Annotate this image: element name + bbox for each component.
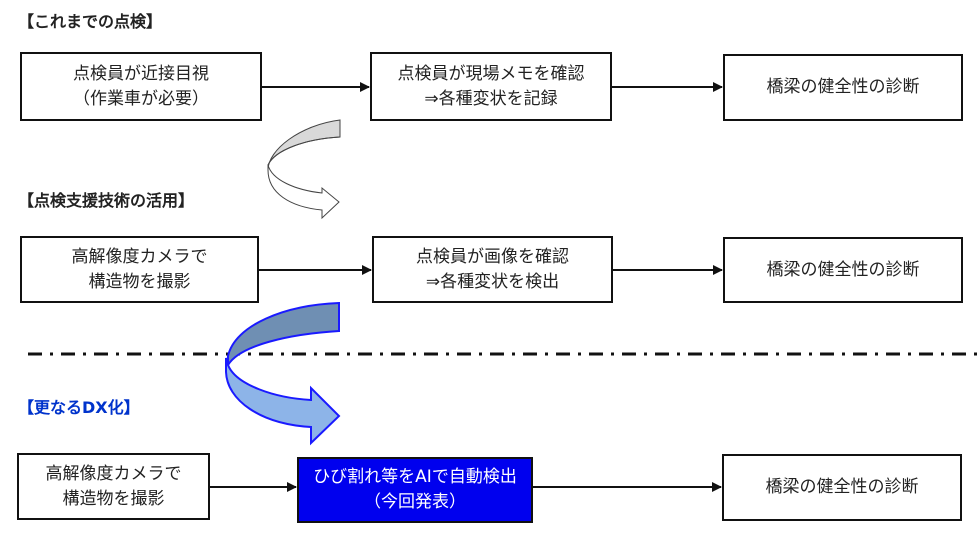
step-box-diagnosis: 橋梁の健全性の診断: [722, 454, 962, 521]
section-heading-current: 【これまでの点検】: [18, 12, 163, 31]
step-text-line: （今回発表）: [364, 492, 466, 512]
step-box-diagnosis: 橋梁の健全性の診断: [723, 54, 963, 121]
step-text-line: 橋梁の健全性の診断: [766, 259, 920, 280]
step-box-ai-detection: ひび割れ等をAIで自動検出 （今回発表）: [297, 457, 533, 523]
step-text-line: 点検員が画像を確認: [416, 246, 569, 267]
step-box-camera-capture: 高解像度カメラで 構造物を撮影: [17, 453, 210, 520]
section-heading-support-tech: 【点検支援技術の活用】: [18, 191, 195, 210]
step-text-line: 点検員が現場メモを確認: [397, 63, 585, 84]
step-text-line: ひび割れ等をAIで自動検出: [313, 467, 517, 487]
step-box-image-review: 点検員が画像を確認 ⇒各種変状を検出: [372, 236, 613, 303]
step-text-line: 高解像度カメラで: [45, 463, 182, 484]
step-box-field-memo: 点検員が現場メモを確認 ⇒各種変状を記録: [370, 52, 612, 121]
step-text-line: 構造物を撮影: [88, 271, 191, 292]
step-box-diagnosis: 橋梁の健全性の診断: [723, 237, 963, 303]
section-heading-dx: 【更なるDX化】: [18, 398, 140, 417]
step-text-line: （作業車が必要）: [73, 88, 209, 109]
step-text-line: 橋梁の健全性の診断: [765, 477, 919, 497]
step-text-line: 橋梁の健全性の診断: [766, 77, 920, 97]
step-box-visual-inspection: 点検員が近接目視 （作業車が必要）: [20, 52, 262, 121]
step-text-line: 点検員が近接目視: [73, 63, 209, 84]
step-text-line: ⇒各種変状を記録: [424, 88, 558, 109]
curved-arrow-blue-icon: [225, 301, 341, 446]
curved-arrow-gray-icon: [267, 119, 341, 220]
step-text-line: 構造物を撮影: [62, 488, 165, 509]
step-box-camera-capture: 高解像度カメラで 構造物を撮影: [20, 236, 259, 303]
step-text-line: ⇒各種変状を検出: [425, 271, 560, 292]
step-text-line: 高解像度カメラで: [71, 246, 208, 267]
